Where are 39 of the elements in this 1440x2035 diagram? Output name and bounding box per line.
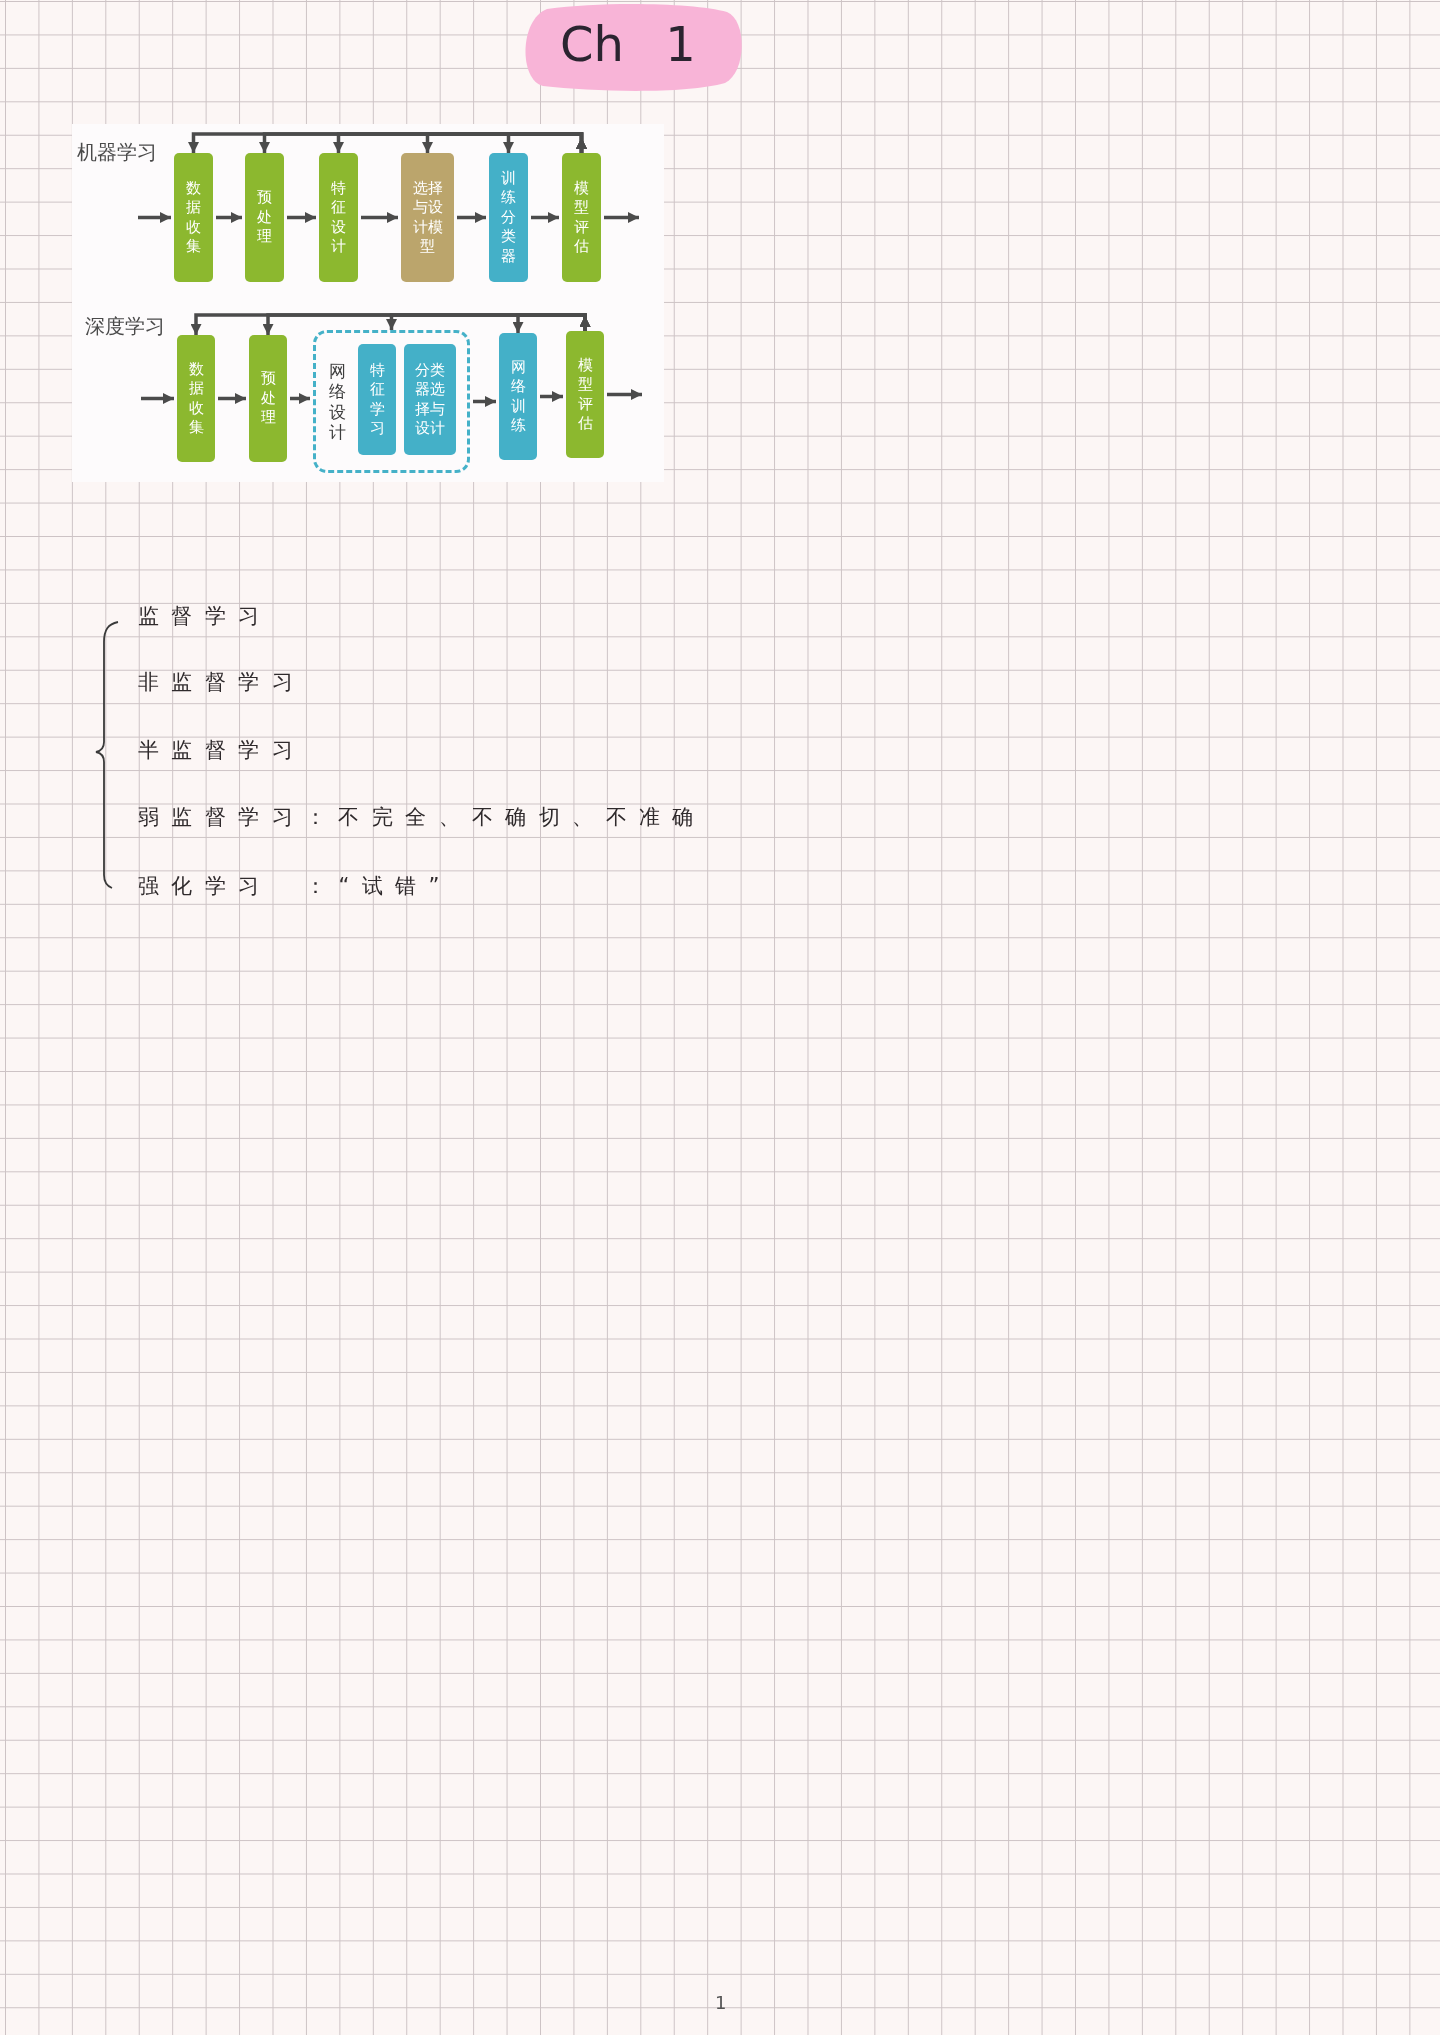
arrow xyxy=(604,212,639,223)
row-heading: 机器学习 xyxy=(77,142,157,162)
dashed-group-box xyxy=(313,330,470,473)
arrow xyxy=(457,212,486,223)
process-box: 分类器选择与设计 xyxy=(404,344,456,455)
process-box: 数据收集 xyxy=(174,153,213,282)
process-box: 预处理 xyxy=(249,335,287,462)
process-box: 预处理 xyxy=(245,153,284,282)
arrow xyxy=(287,212,316,223)
arrow xyxy=(141,393,174,404)
arrow xyxy=(216,212,242,223)
arrow xyxy=(361,212,398,223)
group-heading: 网络设计 xyxy=(329,361,346,443)
process-box: 网络训练 xyxy=(499,333,537,460)
handwritten-note: 非监督学习 xyxy=(138,672,305,693)
process-box: 数据收集 xyxy=(177,335,215,462)
page-title: Ch 1 xyxy=(560,20,696,68)
process-box: 模型评估 xyxy=(566,331,604,458)
handwritten-note: 强化学习 xyxy=(138,876,272,897)
process-box: 选择与设计模型 xyxy=(401,153,454,282)
feedback-arrow xyxy=(503,132,587,153)
page-number: 1 xyxy=(715,1994,727,2012)
process-box: 模型评估 xyxy=(562,153,601,282)
process-box: 训练分类器 xyxy=(489,153,528,282)
handwritten-note: 半监督学习 xyxy=(138,740,305,761)
arrow xyxy=(540,391,563,402)
feedback-arrow xyxy=(512,313,591,333)
handwritten-note: 弱监督学习：不完全、不确切、不准确 xyxy=(138,807,706,828)
arrow xyxy=(218,393,246,404)
handwritten-note: ：“试错” xyxy=(305,876,452,897)
process-box: 特征学习 xyxy=(358,344,396,455)
row-heading: 深度学习 xyxy=(85,316,165,336)
arrow xyxy=(531,212,559,223)
handwritten-note: 监督学习 xyxy=(138,606,272,627)
arrow xyxy=(290,393,310,404)
process-box: 特征设计 xyxy=(319,153,358,282)
arrow xyxy=(607,389,642,400)
arrow xyxy=(138,212,171,223)
arrow xyxy=(473,396,496,407)
